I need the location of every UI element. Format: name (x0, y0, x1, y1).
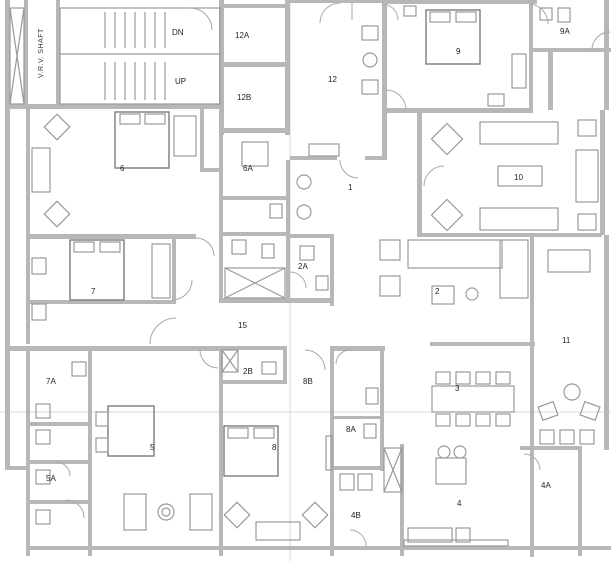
room-label-12: 12 (328, 75, 337, 84)
door-swings (55, 2, 611, 547)
room-label-15: 15 (238, 321, 247, 330)
furniture (31, 5, 601, 547)
room-label-6A: 6A (243, 164, 253, 173)
room-labels: 12A 12B 12 9 9A 6 6A 1 10 7 2A 2 15 11 7… (46, 27, 571, 520)
room-label-8: 8 (272, 443, 277, 452)
room-label-3: 3 (455, 384, 460, 393)
room-label-12B: 12B (237, 93, 251, 102)
walls (5, 0, 611, 557)
room-label-6: 6 (120, 164, 125, 173)
room-label-4B: 4B (351, 511, 361, 520)
stair-core: DN UP (59, 7, 221, 105)
room-label-2B: 2B (243, 367, 253, 376)
stair-up-label: UP (175, 77, 186, 86)
room-label-9: 9 (456, 47, 461, 56)
stair-treads-up (104, 62, 166, 100)
room-label-10: 10 (514, 173, 523, 182)
room-label-4A: 4A (541, 481, 551, 490)
room-label-7A: 7A (46, 377, 56, 386)
room-label-2: 2 (435, 287, 440, 296)
room-label-4: 4 (457, 499, 462, 508)
room-label-1: 1 (348, 183, 353, 192)
room-label-9A: 9A (560, 27, 570, 36)
stair-down-label: DN (172, 28, 184, 37)
vrv-shaft: V.R.V. SHAFT (9, 7, 45, 105)
room-label-8A: 8A (346, 425, 356, 434)
room-label-7: 7 (91, 287, 96, 296)
room-label-11: 11 (562, 336, 571, 345)
room-label-5A: 5A (46, 474, 56, 483)
stair-treads-down (104, 12, 166, 48)
room-label-12A: 12A (235, 31, 250, 40)
room-label-2A: 2A (298, 262, 308, 271)
room-label-5: 5 (150, 443, 155, 452)
room-label-8B: 8B (303, 377, 313, 386)
shaft-label: V.R.V. SHAFT (38, 28, 45, 78)
